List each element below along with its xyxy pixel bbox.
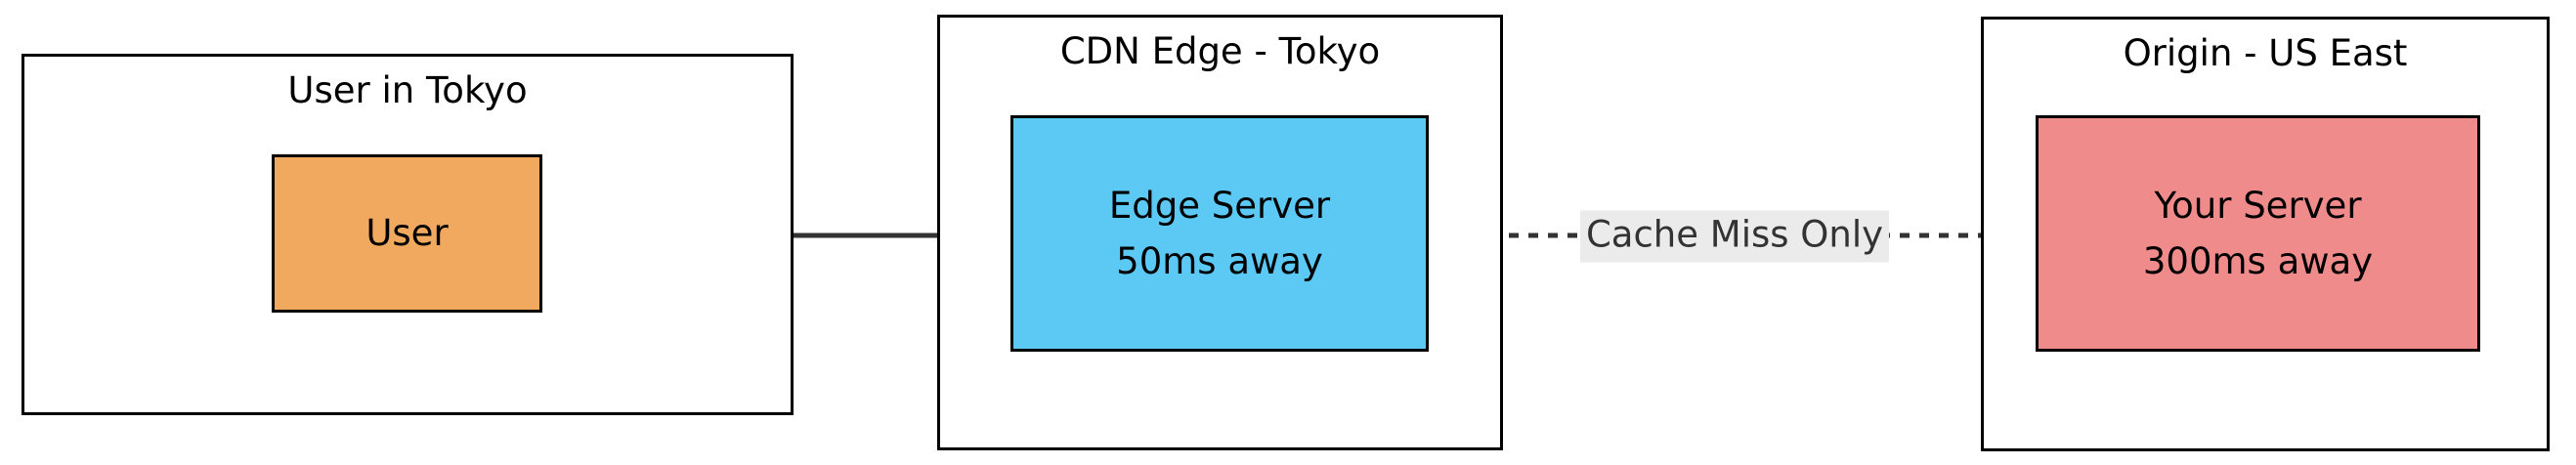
edge-label-cache-miss-only: Cache Miss Only	[1579, 210, 1890, 263]
node-your-server-line-1: Your Server	[2154, 184, 2362, 227]
node-edge-server[interactable]: Edge Server 50ms away	[1010, 115, 1429, 352]
node-user[interactable]: User	[272, 154, 542, 313]
group-user-in-tokyo-label: User in Tokyo	[287, 69, 528, 111]
group-cdn-edge-tokyo-label: CDN Edge - Tokyo	[1059, 30, 1381, 72]
node-user-line-1: User	[365, 212, 449, 255]
node-edge-server-line-1: Edge Server	[1108, 184, 1331, 227]
node-your-server-line-2: 300ms away	[2142, 240, 2374, 282]
group-origin-us-east-label: Origin - US East	[2123, 32, 2408, 74]
node-your-server[interactable]: Your Server 300ms away	[2036, 115, 2480, 352]
node-edge-server-line-2: 50ms away	[1116, 240, 1323, 282]
